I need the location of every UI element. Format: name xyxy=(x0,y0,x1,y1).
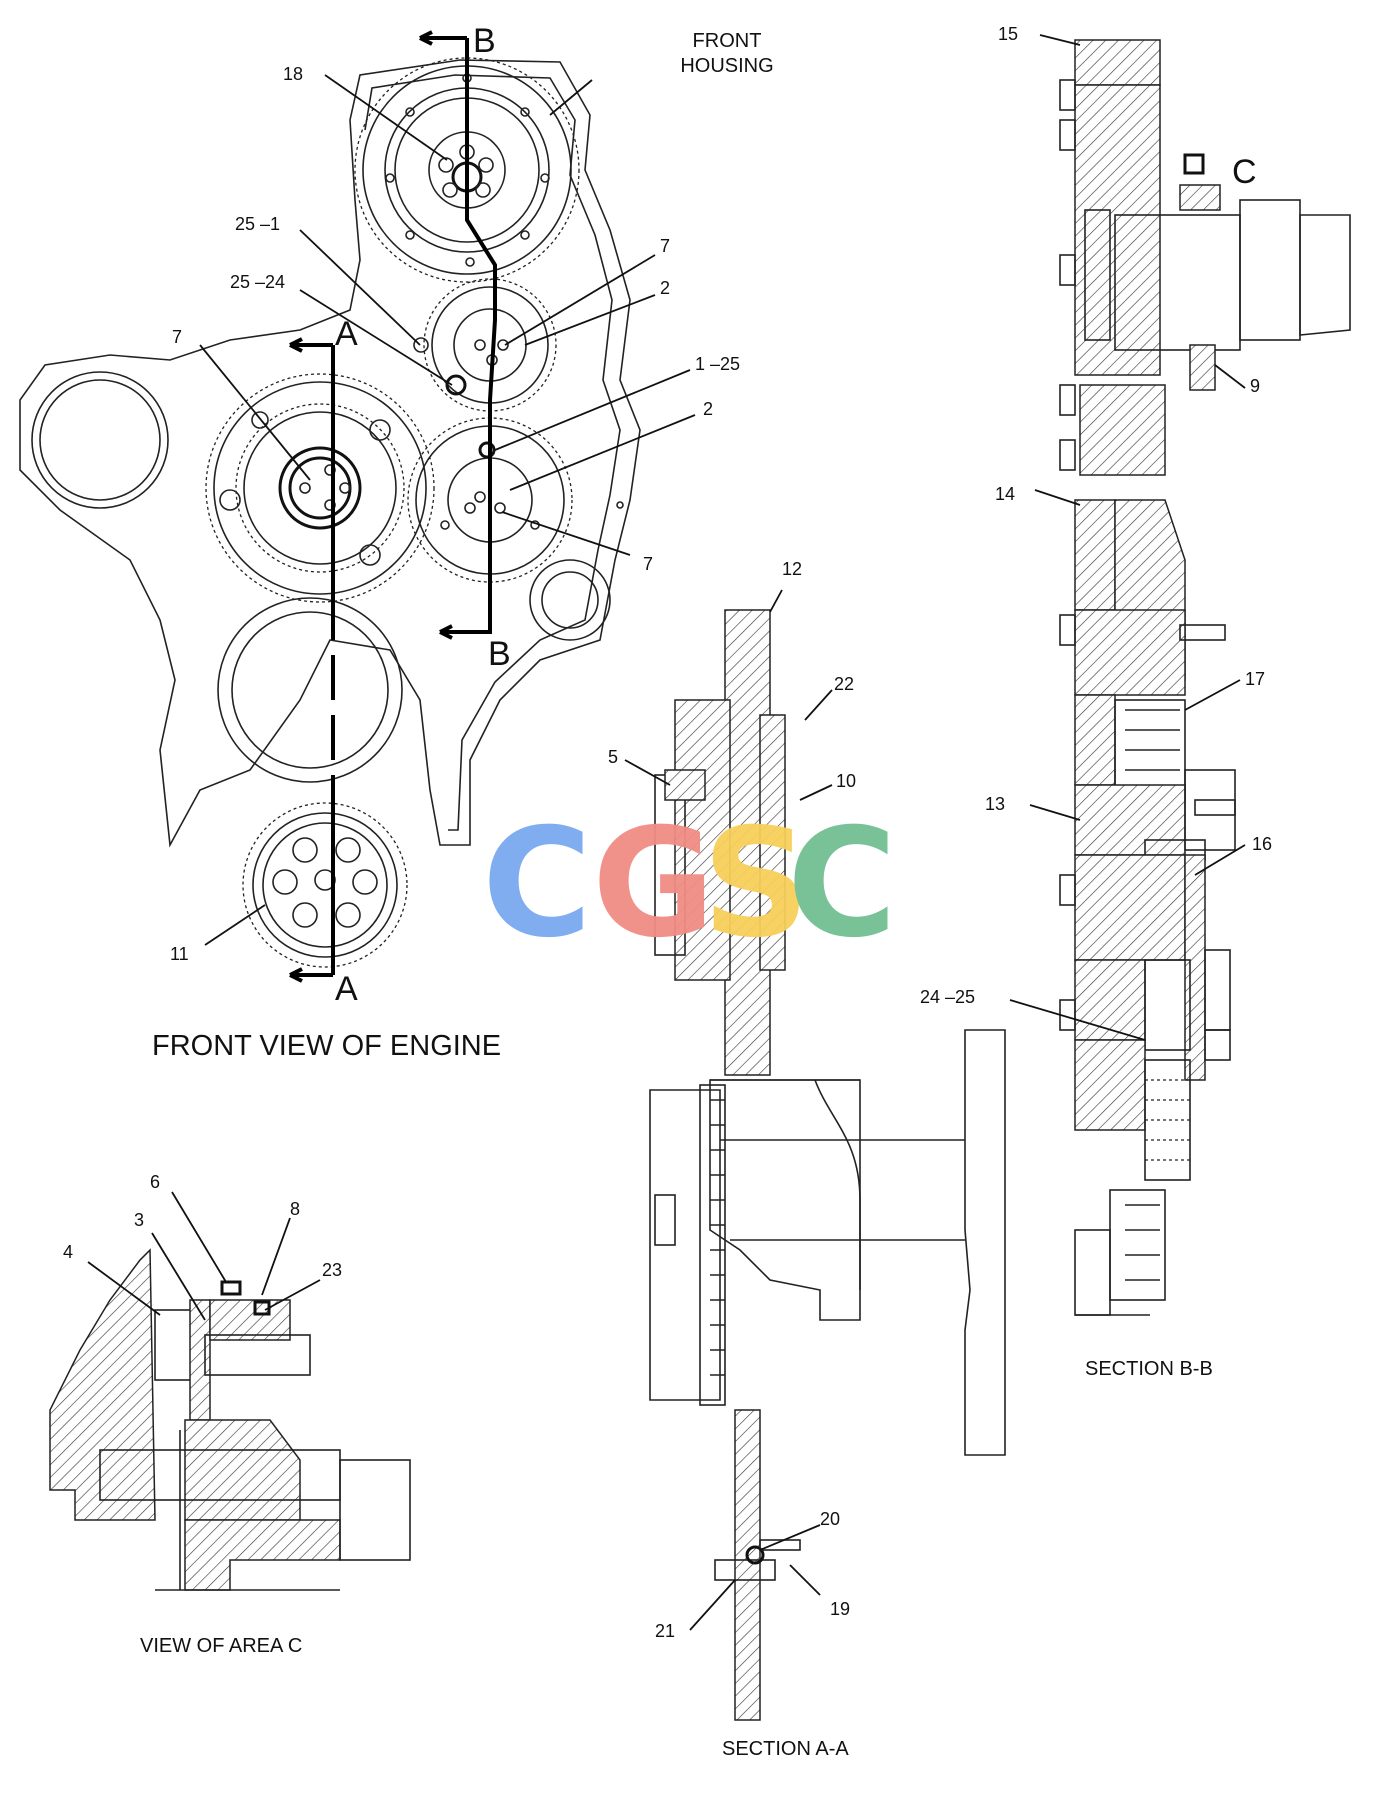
section-arrow-b-top xyxy=(419,30,467,46)
callout-12: 12 xyxy=(782,559,802,579)
callout-22: 22 xyxy=(834,674,854,694)
pump-gear xyxy=(242,802,408,968)
watermark-letter-1: C xyxy=(482,797,592,971)
leader-22 xyxy=(804,689,833,721)
callout-7-left: 7 xyxy=(172,327,182,347)
section-marker-a-top: A xyxy=(335,315,358,353)
leader-8 xyxy=(261,1217,291,1296)
callout-3: 3 xyxy=(134,1210,144,1230)
section-arrow-a-top xyxy=(289,337,333,353)
leader-19 xyxy=(789,1564,821,1596)
upper-idler-gear xyxy=(413,278,557,412)
section-arrow-b-bottom xyxy=(439,624,453,640)
bearing-stack xyxy=(699,1084,726,1406)
callout-1-25: 1 –25 xyxy=(695,354,740,374)
callout-21: 21 xyxy=(655,1621,675,1641)
callout-25-24: 25 –24 xyxy=(230,272,285,292)
callout-25-1: 25 –1 xyxy=(235,214,280,234)
callout-7-lower: 7 xyxy=(643,554,653,574)
callout-23: 23 xyxy=(322,1260,342,1280)
leader-2-lower xyxy=(509,414,696,491)
leader-7-lower xyxy=(501,511,631,556)
leader-15 xyxy=(1039,34,1081,46)
right-boss-inner xyxy=(541,571,599,629)
callout-8: 8 xyxy=(290,1199,300,1219)
leader-7-left xyxy=(199,344,311,481)
dowel xyxy=(616,501,624,509)
section-marker-b-bottom: B xyxy=(488,635,511,673)
leader-25-1 xyxy=(299,229,421,346)
leader-7-upper xyxy=(504,254,656,346)
view-area-c-title: VIEW OF AREA C xyxy=(140,1635,302,1657)
front-view-title: FRONT VIEW OF ENGINE xyxy=(152,1030,501,1062)
callout-24-25: 24 –25 xyxy=(920,987,975,1007)
section-bb-title: SECTION B-B xyxy=(1085,1358,1213,1380)
section-marker-a-bottom: A xyxy=(335,970,358,1008)
leader-23 xyxy=(264,1279,321,1311)
section-arrow-a-bottom xyxy=(289,967,333,983)
callout-14: 14 xyxy=(995,484,1015,504)
leader-10 xyxy=(799,784,833,801)
leader-9 xyxy=(1214,364,1246,389)
left-bore xyxy=(31,371,169,509)
leader-18 xyxy=(324,74,448,161)
watermark-letter-3: S xyxy=(702,797,810,971)
callout-2-lower: 2 xyxy=(703,399,713,419)
callout-7-upper: 7 xyxy=(660,236,670,256)
leader-2-upper xyxy=(524,294,656,346)
crankshaft-gear xyxy=(205,373,435,603)
leader-21 xyxy=(689,1579,736,1631)
leader-17 xyxy=(1184,679,1241,711)
section-aa-title: SECTION A-A xyxy=(722,1738,849,1760)
leader-25-24 xyxy=(299,289,453,386)
section-aa: 12 22 5 10 20 19 21 SECTION A-A xyxy=(608,559,1006,1760)
callout-19: 19 xyxy=(830,1599,850,1619)
lower-bore xyxy=(217,597,403,783)
section-marker-c: C xyxy=(1232,153,1257,191)
leader-3 xyxy=(151,1232,206,1321)
callout-6: 6 xyxy=(150,1172,160,1192)
section-line-b xyxy=(440,38,497,634)
section-marker-b-top: B xyxy=(473,22,496,60)
leader-1-25 xyxy=(494,369,691,451)
callout-13: 13 xyxy=(985,794,1005,814)
front-housing-outline xyxy=(19,59,641,848)
callout-15: 15 xyxy=(998,24,1018,44)
watermark: C G S C xyxy=(482,797,897,971)
callout-11: 11 xyxy=(170,944,189,964)
right-boss xyxy=(529,559,611,641)
leader-5 xyxy=(624,759,671,786)
housing-inner-outline xyxy=(364,74,621,831)
leader-14 xyxy=(1034,489,1081,506)
front-view: 18 FRONT HOUSING 25 –1 25 –24 7 7 2 1 –2… xyxy=(19,22,774,1062)
section-bb: 15 C 9 14 17 13 16 24 –25 SECTION B-B xyxy=(920,24,1351,1380)
callout-9: 9 xyxy=(1250,376,1260,396)
callout-17: 17 xyxy=(1245,669,1265,689)
leader-16 xyxy=(1194,844,1246,876)
leader-4 xyxy=(87,1261,161,1316)
leader-13 xyxy=(1029,804,1081,821)
lower-bore-inner xyxy=(231,611,389,769)
callout-5: 5 xyxy=(608,747,618,767)
callout-20: 20 xyxy=(820,1509,840,1529)
front-housing-label-1: FRONT xyxy=(693,30,762,52)
left-bore-inner xyxy=(39,379,161,501)
callout-4: 4 xyxy=(63,1242,73,1262)
callout-10: 10 xyxy=(836,771,856,791)
watermark-letter-4: C xyxy=(787,797,897,971)
view-area-c: 6 8 3 4 23 VIEW OF AREA C xyxy=(49,1172,411,1657)
leader-6 xyxy=(171,1191,227,1283)
leader-front-housing xyxy=(549,79,593,116)
front-housing-label-2: HOUSING xyxy=(680,55,773,77)
leader-12 xyxy=(769,589,783,613)
watermark-letter-2: G xyxy=(592,797,715,971)
leader-20 xyxy=(759,1524,821,1551)
callout-2-upper: 2 xyxy=(660,278,670,298)
callout-18: 18 xyxy=(283,64,303,84)
leader-11 xyxy=(204,904,266,946)
callout-16: 16 xyxy=(1252,834,1272,854)
leader-24-25 xyxy=(1009,999,1146,1041)
